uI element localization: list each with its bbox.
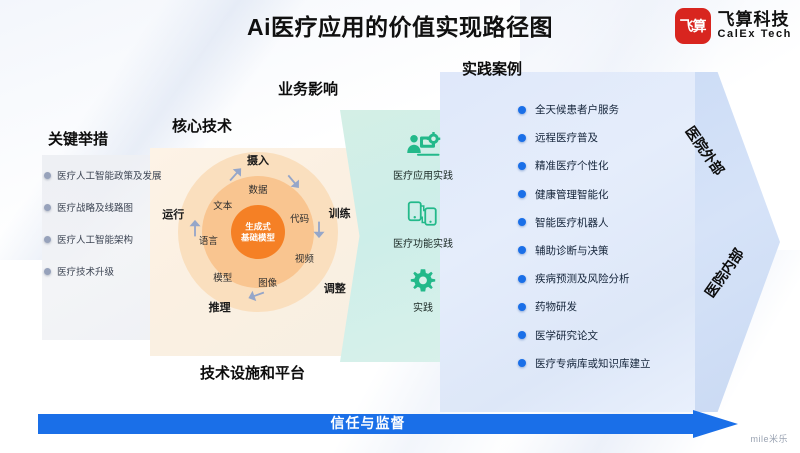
section-heading-practice-cases: 实践案例 bbox=[462, 61, 523, 78]
bullet-dot-icon bbox=[518, 105, 526, 114]
circle-inner-label-image: 图像 bbox=[258, 277, 278, 289]
business-impact-label: 实践 bbox=[413, 303, 433, 314]
practice-cases-panel bbox=[440, 72, 695, 412]
rotation-arrow-icon bbox=[308, 218, 330, 240]
list-item-label: 医疗人工智能架构 bbox=[57, 235, 134, 246]
business-impact-label: 医疗应用实践 bbox=[393, 171, 453, 182]
brand-logo: 飞算 飞算科技 CalEx Tech bbox=[674, 8, 793, 44]
circle-inner-label-text: 文本 bbox=[213, 200, 233, 212]
list-item-label: 医疗技术升级 bbox=[57, 267, 115, 278]
list-item-label: 医疗人工智能政策及发展 bbox=[57, 171, 162, 182]
circle-inner-label-code: 代码 bbox=[290, 213, 310, 225]
business-impact-label: 医疗功能实践 bbox=[393, 239, 453, 250]
list-item-label: 智能医疗机器人 bbox=[535, 216, 609, 229]
logo-mark-icon: 飞算 bbox=[674, 8, 711, 44]
bullet-dot-icon bbox=[518, 359, 526, 368]
list-item: 医学研究论文 bbox=[518, 328, 718, 343]
bullet-dot-icon bbox=[518, 161, 526, 170]
key-measures-panel bbox=[42, 155, 160, 340]
bullet-dot-icon bbox=[44, 171, 51, 179]
bullet-dot-icon bbox=[44, 235, 51, 243]
list-item: 远程医疗普及 bbox=[518, 130, 718, 145]
list-item: 精准医疗个性化 bbox=[518, 158, 718, 173]
bullet-dot-icon bbox=[44, 203, 51, 211]
list-item: 医疗人工智能政策及发展 bbox=[44, 168, 184, 182]
list-item-label: 疾病预测及风险分析 bbox=[535, 273, 630, 286]
rotation-arrow-icon bbox=[243, 281, 271, 309]
list-item: 健康管理智能化 bbox=[518, 187, 718, 202]
list-item: 医疗技术升级 bbox=[44, 264, 184, 278]
trust-supervision-arrow bbox=[38, 410, 738, 438]
section-heading-infrastructure: 技术设施和平台 bbox=[200, 365, 306, 382]
circle-inner-label-video: 视频 bbox=[294, 253, 314, 265]
list-item: 辅助诊断与决策 bbox=[518, 243, 718, 258]
bullet-dot-icon bbox=[44, 267, 51, 275]
logo-name-en: CalEx Tech bbox=[717, 28, 792, 41]
rotation-arrow-icon bbox=[184, 218, 206, 240]
key-measures-list: 医疗人工智能政策及发展 医疗战略及线路图 医疗人工智能架构 医疗技术升级 bbox=[44, 168, 184, 278]
list-item-label: 医疗专病库或知识库建立 bbox=[535, 357, 651, 370]
list-item: 医疗专病库或知识库建立 bbox=[518, 356, 718, 371]
watermark: mile米乐 bbox=[750, 434, 788, 444]
list-item: 智能医疗机器人 bbox=[518, 215, 718, 230]
business-impact-item: 医疗应用实践 bbox=[393, 132, 453, 182]
list-item: 医疗战略及线路图 bbox=[44, 200, 184, 214]
rotation-arrow-icon bbox=[278, 166, 309, 197]
core-label-line2: 基础模型 bbox=[240, 232, 276, 242]
section-heading-core-tech: 核心技术 bbox=[172, 118, 233, 135]
bullet-dot-icon bbox=[518, 190, 526, 199]
practice-cases-list: 全天候患者户服务 远程医疗普及 精准医疗个性化 健康管理智能化 智能医疗机器人 … bbox=[518, 102, 718, 371]
bullet-dot-icon bbox=[518, 246, 526, 255]
section-heading-business-impact: 业务影响 bbox=[278, 81, 339, 98]
list-item: 医疗人工智能架构 bbox=[44, 232, 184, 246]
list-item: 药物研发 bbox=[518, 299, 718, 314]
mobile-devices-icon bbox=[405, 200, 441, 230]
bullet-dot-icon bbox=[518, 133, 526, 142]
circle-outer-label-ingest: 摄入 bbox=[247, 155, 269, 167]
logo-name-cn: 飞算科技 bbox=[717, 10, 790, 30]
circle-outer-label-tune: 调整 bbox=[323, 283, 346, 295]
gear-icon bbox=[410, 268, 436, 294]
circle-inner-label-model: 模型 bbox=[213, 272, 233, 284]
business-impact-list: 医疗应用实践 医疗功能实践 实践 bbox=[368, 132, 478, 314]
bullet-dot-icon bbox=[518, 302, 526, 311]
circle-outer-label-operate: 运行 bbox=[162, 209, 185, 222]
section-heading-key-measures: 关键举措 bbox=[48, 131, 109, 148]
list-item-label: 远程医疗普及 bbox=[535, 132, 598, 145]
core-label-line1: 生成式 bbox=[245, 221, 271, 232]
list-item-label: 精准医疗个性化 bbox=[535, 160, 609, 173]
logo-wordmark: 飞算科技 CalEx Tech bbox=[718, 11, 793, 40]
bullet-dot-icon bbox=[518, 218, 526, 227]
list-item-label: 医疗战略及线路图 bbox=[57, 203, 134, 214]
person-monitor-gear-icon bbox=[405, 132, 441, 162]
list-item: 全天候患者户服务 bbox=[518, 102, 718, 117]
list-item: 疾病预测及风险分析 bbox=[518, 271, 718, 286]
circle-inner-label-language: 语言 bbox=[198, 236, 218, 247]
list-item-label: 健康管理智能化 bbox=[535, 188, 609, 201]
circle-core: 生成式 基础模型 bbox=[231, 205, 285, 259]
bullet-dot-icon bbox=[518, 331, 526, 339]
list-item-label: 全天候患者户服务 bbox=[535, 104, 619, 116]
circle-core-label: 生成式 基础模型 bbox=[241, 221, 275, 242]
bullet-dot-icon bbox=[518, 274, 526, 283]
trust-supervision-label: 信任与监督 bbox=[330, 415, 406, 431]
list-item-label: 辅助诊断与决策 bbox=[535, 244, 609, 257]
list-item-label: 医学研究论文 bbox=[535, 329, 598, 342]
business-impact-item: 医疗功能实践 bbox=[393, 200, 453, 250]
business-impact-item: 实践 bbox=[410, 268, 436, 314]
rotation-arrow-icon bbox=[219, 159, 250, 190]
circle-outer-label-reason: 推理 bbox=[208, 302, 231, 315]
list-item-label: 药物研发 bbox=[535, 301, 577, 314]
page-title: Ai医疗应用的价值实现路径图 bbox=[247, 14, 553, 40]
circle-outer-label-train: 训练 bbox=[328, 207, 351, 220]
circle-inner-label-data: 数据 bbox=[248, 184, 268, 196]
generative-model-circle-diagram: 生成式 基础模型 数据 代码 视频 图像 模型 语言 文本 摄入 训练 调整 推… bbox=[162, 152, 351, 315]
